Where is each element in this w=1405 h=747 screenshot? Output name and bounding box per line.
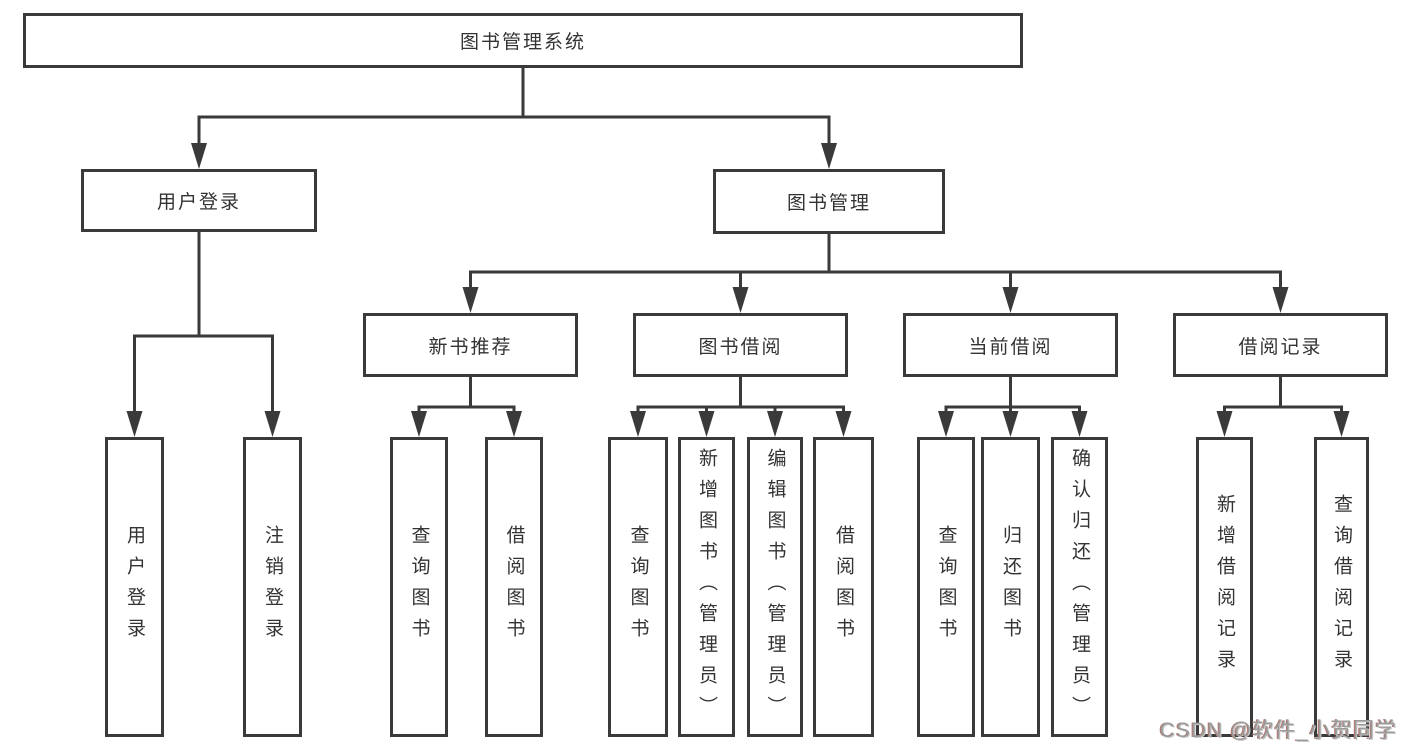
node-leaf-logout: 注销登录 — [243, 437, 302, 737]
node-label: 新增图书（管理员） — [696, 447, 717, 727]
node-leaf-borrow-book-2: 借阅图书 — [813, 437, 874, 737]
arrowhead-icon — [462, 287, 479, 313]
node-label: 用户登录 — [156, 192, 241, 213]
node-label: 借阅记录 — [1238, 336, 1323, 358]
node-label: 注销登录 — [262, 525, 283, 649]
arrowhead-icon — [1216, 411, 1233, 437]
node-user-login: 用户登录 — [81, 169, 317, 232]
node-label: 图书管理 — [786, 193, 871, 214]
node-leaf-query-book-3: 查询图书 — [917, 437, 975, 737]
arrowhead-icon — [264, 411, 281, 437]
node-label: 新增借阅记录 — [1214, 494, 1235, 680]
node-label: 确认归还（管理员） — [1069, 447, 1090, 727]
node-borrow-records: 借阅记录 — [1173, 313, 1388, 377]
node-leaf-query-record: 查询借阅记录 — [1314, 437, 1369, 737]
arrowhead-icon — [630, 411, 646, 437]
arrowhead-icon — [191, 143, 207, 169]
node-leaf-confirm-return: 确认归还（管理员） — [1051, 437, 1108, 737]
node-current-borrow: 当前借阅 — [903, 313, 1118, 377]
arrowhead-icon — [1272, 287, 1289, 313]
node-label: 查询借阅记录 — [1331, 494, 1352, 680]
node-label: 查询图书 — [935, 525, 957, 649]
node-label: 新书推荐 — [428, 336, 513, 358]
node-label: 借阅图书 — [833, 525, 854, 649]
arrowhead-icon — [732, 287, 749, 313]
arrowhead-icon — [1071, 411, 1088, 437]
arrowhead-icon — [126, 411, 143, 437]
node-label: 用户登录 — [124, 525, 145, 649]
arrowhead-icon — [821, 143, 837, 169]
arrowhead-icon — [1002, 287, 1019, 313]
node-leaf-return-book: 归还图书 — [981, 437, 1040, 737]
node-label: 图书管理系统 — [459, 32, 586, 53]
node-label: 当前借阅 — [968, 336, 1053, 358]
node-leaf-edit-book: 编辑图书（管理员） — [747, 437, 803, 737]
node-leaf-add-book: 新增图书（管理员） — [678, 437, 735, 737]
arrowhead-icon — [698, 411, 715, 437]
arrowhead-icon — [411, 411, 427, 437]
node-leaf-borrow-book-1: 借阅图书 — [485, 437, 543, 737]
arrowhead-icon — [767, 411, 783, 437]
node-label: 图书借阅 — [698, 336, 783, 358]
arrowhead-icon — [835, 411, 852, 437]
node-leaf-query-book-2: 查询图书 — [608, 437, 668, 737]
node-root: 图书管理系统 — [23, 13, 1023, 68]
arrowhead-icon — [938, 411, 954, 437]
node-book-borrow: 图书借阅 — [633, 313, 848, 377]
node-leaf-query-book-1: 查询图书 — [390, 437, 448, 737]
arrowhead-icon — [1333, 411, 1350, 437]
node-label: 归还图书 — [1000, 525, 1021, 649]
node-label: 借阅图书 — [503, 525, 525, 649]
node-label: 查询图书 — [408, 525, 430, 649]
watermark: CSDN @软件_小贺同学 — [1159, 719, 1397, 742]
node-label: 编辑图书（管理员） — [764, 447, 786, 727]
node-leaf-add-record: 新增借阅记录 — [1196, 437, 1253, 737]
node-label: 查询图书 — [627, 525, 649, 649]
node-leaf-user-login: 用户登录 — [105, 437, 164, 737]
arrowhead-icon — [506, 411, 522, 437]
arrowhead-icon — [1002, 411, 1019, 437]
node-new-book-rec: 新书推荐 — [363, 313, 578, 377]
node-book-mgmt: 图书管理 — [713, 169, 945, 234]
